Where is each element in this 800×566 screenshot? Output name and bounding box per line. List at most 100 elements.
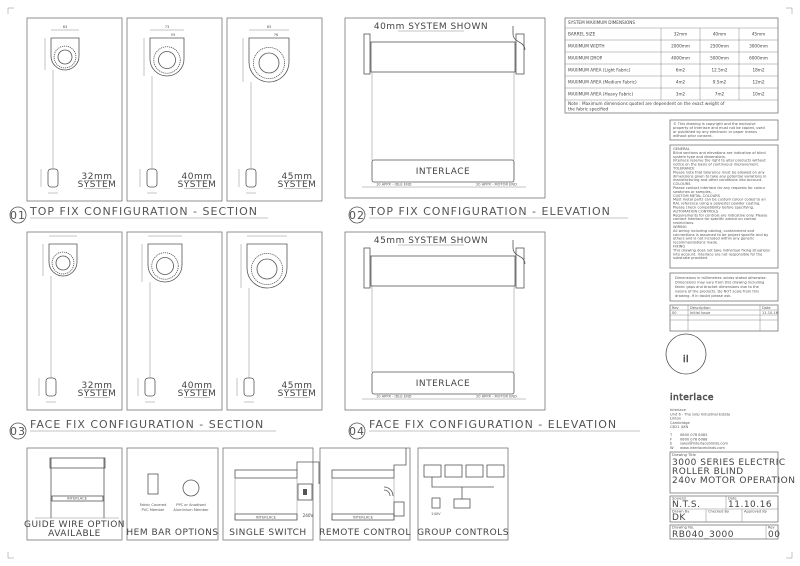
- bottom-bar: [331, 513, 395, 521]
- cassette-outline: [149, 37, 185, 77]
- barrel: [158, 51, 176, 69]
- note-line: Most metal parts can be custom colour co…: [673, 198, 766, 202]
- revision-cell: 11.10.16: [762, 311, 779, 315]
- caption-number: 01: [10, 209, 26, 222]
- cable: [296, 461, 320, 484]
- copyright-line: © This drawing is copyright and the excl…: [673, 122, 756, 126]
- table-cell: 2000mm: [671, 44, 690, 49]
- table-cell: 12.5m2: [711, 68, 727, 73]
- contact-value: www.interlaceblinds.com: [680, 446, 725, 450]
- table-frame: [564, 17, 779, 114]
- wall-switch: [431, 497, 441, 509]
- caption-number: 04: [349, 425, 365, 438]
- note-line: connections is assumed to be project spe…: [673, 233, 769, 237]
- revisions-table: [669, 304, 779, 332]
- cassette-outline: [50, 37, 80, 71]
- barrel: [57, 49, 73, 65]
- panel-frame: [319, 447, 411, 541]
- revision-header: Rev: [672, 306, 680, 310]
- brand-label: INTERLACE: [353, 516, 374, 520]
- panel-frame: [126, 231, 223, 411]
- contact-type: E: [670, 442, 673, 446]
- power-cable: [512, 26, 526, 51]
- table-cell: 40mm: [713, 32, 727, 37]
- revision-cell: Initial Issue: [690, 311, 711, 315]
- hem-bar-note: Aluminium Member: [173, 508, 209, 512]
- field-label: Drawing No.: [672, 526, 694, 530]
- hem-bar: [47, 168, 59, 188]
- dimension-value: 83: [267, 25, 272, 29]
- table-cell: 10m2: [752, 92, 764, 97]
- fabric-roll: [53, 45, 77, 69]
- blind-unit: [465, 464, 484, 478]
- contact-value: 0800 078 6088: [680, 437, 708, 441]
- bottom-bar: [371, 371, 515, 395]
- system-size-label: 40mm: [182, 381, 213, 391]
- motor-bracket: [515, 33, 525, 75]
- system-label: SYSTEM: [78, 180, 117, 190]
- logo-mark: il: [683, 355, 689, 365]
- roller-headrail: [370, 41, 516, 73]
- voltage-label: 240V: [303, 513, 314, 518]
- fabric-covered-hem-bar: [147, 473, 159, 495]
- hem-bar-note: PPC or Anodised: [176, 503, 205, 507]
- system-shown-note: 40mm SYSTEM SHOWN: [374, 22, 488, 32]
- note-line: Interlace reserve the right to alter pro…: [673, 159, 766, 163]
- brand-label: INTERLACE: [67, 497, 88, 501]
- option-title: GUIDE WIRE OPTION: [24, 520, 125, 530]
- note-line: system type and dimensions.: [673, 155, 726, 159]
- note-line: substrate provided.: [673, 256, 708, 260]
- hem-bar: [45, 377, 57, 397]
- note-line: restrictions.: [673, 221, 694, 225]
- address-line: Interlace: [670, 408, 687, 412]
- date-value: 11.10.16: [728, 500, 772, 510]
- note-line: All wiring including cabling, containmen…: [673, 229, 754, 233]
- note-line: manufacturing and other conditions into …: [673, 178, 762, 182]
- brand-label: INTERLACE: [256, 516, 277, 520]
- system-label: SYSTEM: [278, 389, 317, 399]
- dimension-idle-end: 10 APPX - IDLE END: [376, 183, 412, 187]
- drawn-by-value: DK: [672, 513, 686, 523]
- fabric-roll: [151, 252, 179, 280]
- system-size-label: 32mm: [82, 172, 113, 182]
- note-line: RAL reference using a polyester powder c…: [673, 202, 760, 206]
- fabric-roll: [51, 251, 75, 275]
- table-cell: 7m2: [715, 92, 725, 97]
- note-line: Please note that tolerance must be allow…: [673, 170, 765, 174]
- caption-number: 03: [10, 425, 26, 438]
- dimension-motor-end: 20 APPX - MOTOR END: [476, 183, 517, 187]
- roller: [331, 469, 395, 479]
- drawing-no-box: [669, 524, 779, 540]
- wall-switch: [297, 483, 313, 501]
- address-line: Cambridge: [670, 421, 691, 425]
- option-title: AVAILABLE: [48, 529, 101, 539]
- table-cell: 5000mm: [710, 56, 729, 61]
- brand-label: INTERLACE: [416, 379, 471, 389]
- system-size-label: 40mm: [182, 172, 213, 182]
- logo-text: interlace: [670, 393, 714, 403]
- contact-value: 0800 078 6083: [680, 433, 707, 437]
- table-cell: 9.5m2: [713, 80, 727, 85]
- logo-circle: [665, 333, 707, 375]
- copyright-box: [669, 119, 779, 141]
- dimension-note-line: Dimensions in millimetres unless stated …: [675, 276, 767, 280]
- revision-cell: 00: [672, 311, 677, 315]
- field-label: Scale(s): [672, 497, 687, 501]
- caption-title: TOP FIX CONFIGURATION - ELEVATION: [368, 205, 611, 218]
- hem-bar: [245, 168, 257, 188]
- hem-bar: [243, 377, 255, 397]
- caption-title: FACE FIX CONFIGURATION - ELEVATION: [369, 418, 617, 431]
- idle-bracket: [363, 247, 371, 289]
- panel-frame: [26, 17, 123, 202]
- dimension-value: 76: [274, 33, 279, 37]
- dimension-value: 73: [165, 25, 170, 29]
- table-cell: 12m2: [752, 80, 764, 85]
- note-line: Please contact Interlace for any request…: [673, 186, 766, 190]
